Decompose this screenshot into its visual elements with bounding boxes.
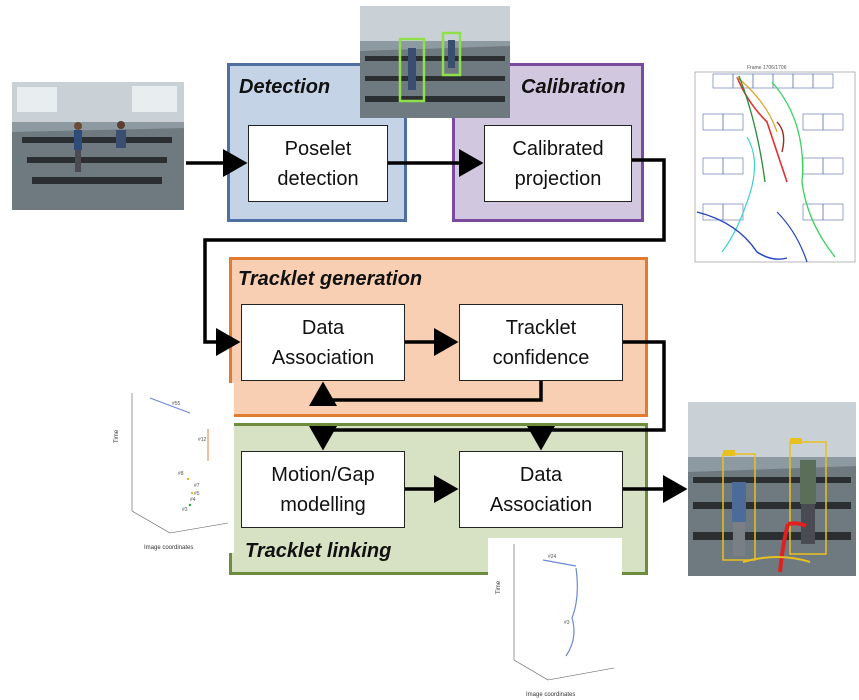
data-association-box-2: Data Association bbox=[459, 451, 623, 528]
tracklet-linking-stage-title: Tracklet linking bbox=[245, 540, 392, 562]
tracklet-confidence-box: Tracklet confidence bbox=[459, 304, 623, 381]
detection-stage-title: Detection bbox=[239, 76, 331, 98]
left-plot-label-8: #8 bbox=[178, 471, 184, 477]
data-association-label-2: Data Association bbox=[489, 463, 593, 516]
left-plot-label-5: #5 bbox=[194, 491, 200, 497]
left-plot-label-7: #7 bbox=[194, 483, 200, 489]
tracklet-confidence-label: Tracklet confidence bbox=[492, 316, 590, 369]
output-camera-image bbox=[688, 402, 856, 576]
calibrated-projection-box: Calibrated projection bbox=[484, 125, 632, 202]
calibrated-projection-label: Calibrated projection bbox=[512, 137, 604, 190]
poselet-detection-box: Poselet detection bbox=[248, 125, 388, 202]
motion-gap-box: Motion/Gap modelling bbox=[241, 451, 405, 528]
bottom-plot-label-24: #24 bbox=[548, 554, 557, 560]
data-association-label-1: Data Association bbox=[271, 316, 375, 369]
left-plot-label-3: #3 bbox=[182, 507, 188, 513]
floorplan-title: Frame 1706/1706 bbox=[747, 65, 787, 71]
arrow-calibrated-to-generation bbox=[203, 158, 666, 356]
calibration-stage-title: Calibration bbox=[521, 76, 626, 98]
time-plot-bottom: Time Image coordinates #24 #3 bbox=[488, 538, 622, 698]
input-camera-image bbox=[12, 82, 184, 210]
left-plot-label-4: #4 bbox=[190, 497, 196, 503]
motion-gap-label: Motion/Gap modelling bbox=[271, 463, 375, 516]
data-association-box-1: Data Association bbox=[241, 304, 405, 381]
arrow-confidence-feedback bbox=[309, 381, 543, 406]
arrow-confidence-to-linking bbox=[309, 340, 666, 451]
time-plot-left: Time Image coordinates #55 #12 #8 #7 #5 … bbox=[110, 383, 234, 553]
left-plot-xlabel: Image coordinates bbox=[144, 545, 193, 551]
left-plot-label-55: #55 bbox=[172, 401, 181, 407]
bottom-plot-label-3: #3 bbox=[564, 620, 570, 626]
detection-camera-image bbox=[360, 6, 510, 118]
left-plot-ylabel: Time bbox=[114, 429, 120, 443]
floorplan-plot: Frame 1706/1706 bbox=[677, 62, 857, 272]
bottom-plot-xlabel: Image coordinates bbox=[526, 692, 575, 698]
tracklet-generation-stage-title: Tracklet generation bbox=[238, 268, 423, 290]
left-plot-label-12: #12 bbox=[198, 437, 207, 443]
bottom-plot-ylabel: Time bbox=[496, 580, 502, 594]
poselet-detection-label: Poselet detection bbox=[277, 137, 359, 190]
